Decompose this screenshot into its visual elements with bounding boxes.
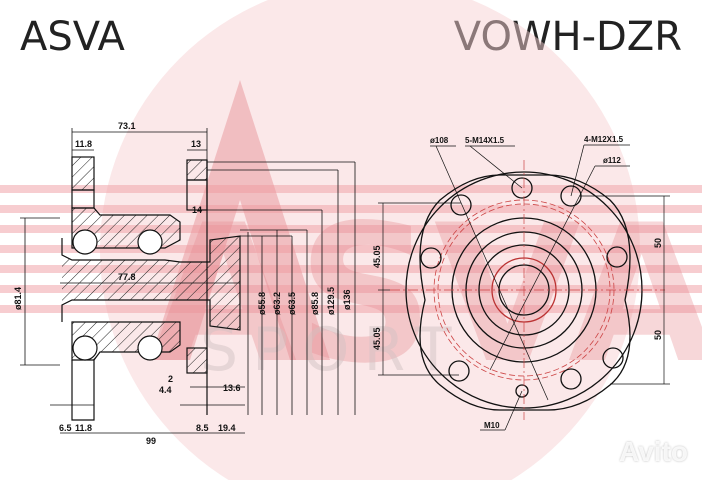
part-number: VOWH-DZR <box>453 14 682 60</box>
svg-text:ø63.2: ø63.2 <box>272 292 282 315</box>
avito-watermark: Avito <box>619 436 688 467</box>
svg-text:4-M12X1.5: 4-M12X1.5 <box>584 135 624 144</box>
side-view-dimensions: 73.1 11.8 13 14 77.8 ø81.4 ø55.8 ø63.2 ø… <box>13 121 352 446</box>
front-view-labels: ø108 5-M14X1.5 4-M12X1.5 ø112 M10 45.05 … <box>372 135 663 430</box>
svg-text:5-M14X1.5: 5-M14X1.5 <box>465 136 505 145</box>
svg-text:2: 2 <box>168 374 173 384</box>
svg-text:4.4: 4.4 <box>159 385 172 395</box>
svg-text:ø129.5: ø129.5 <box>326 287 336 315</box>
svg-text:6.5: 6.5 <box>59 423 72 433</box>
svg-text:8.5: 8.5 <box>196 423 209 433</box>
svg-text:ø63.5: ø63.5 <box>287 292 297 315</box>
svg-text:ø85.8: ø85.8 <box>310 292 320 315</box>
svg-text:45.05: 45.05 <box>372 245 382 268</box>
svg-text:13: 13 <box>191 139 201 149</box>
side-view <box>20 128 356 434</box>
svg-text:50: 50 <box>653 238 663 248</box>
svg-text:14: 14 <box>192 205 202 215</box>
front-view <box>378 144 670 431</box>
brand-title: ASVA <box>20 14 125 60</box>
svg-text:73.1: 73.1 <box>118 121 136 131</box>
svg-text:ø108: ø108 <box>430 136 449 145</box>
svg-text:11.8: 11.8 <box>75 423 92 433</box>
svg-text:ø55.8: ø55.8 <box>257 292 267 315</box>
svg-text:ø112: ø112 <box>603 156 621 165</box>
svg-text:13.6: 13.6 <box>223 383 241 393</box>
svg-text:45.05: 45.05 <box>372 327 382 350</box>
svg-text:19.4: 19.4 <box>218 423 236 433</box>
svg-text:M10: M10 <box>484 421 500 430</box>
svg-text:ø81.4: ø81.4 <box>13 287 23 310</box>
svg-text:99: 99 <box>146 436 156 446</box>
svg-text:SPORT: SPORT <box>200 315 465 385</box>
svg-text:11.8: 11.8 <box>75 139 92 149</box>
svg-text:77.8: 77.8 <box>118 272 136 282</box>
svg-text:50: 50 <box>653 330 663 340</box>
svg-text:ø136: ø136 <box>342 289 352 310</box>
